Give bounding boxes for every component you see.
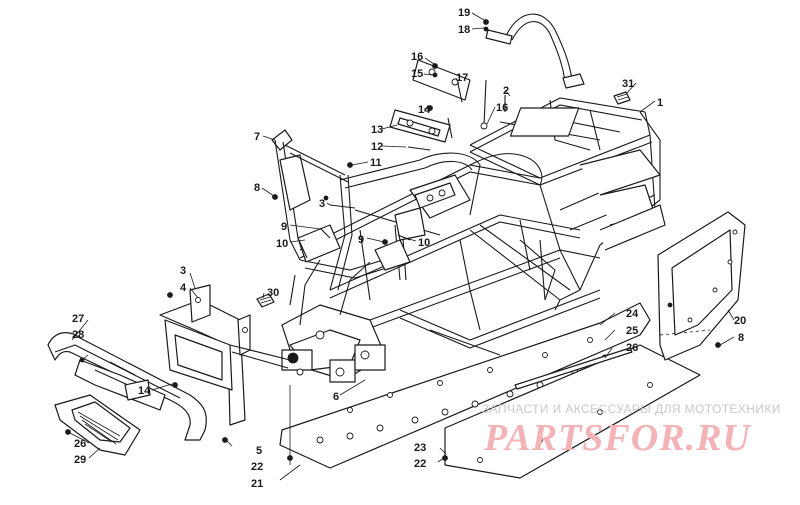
skid-strip bbox=[514, 347, 633, 390]
callout-14a: 14 bbox=[418, 104, 431, 116]
callout-18: 18 bbox=[458, 24, 470, 36]
callout-22a: 22 bbox=[251, 461, 263, 473]
skid-guard bbox=[54, 394, 141, 456]
callout-8b: 8 bbox=[738, 332, 744, 344]
callout-19: 19 bbox=[458, 7, 470, 19]
main-frame bbox=[299, 97, 666, 356]
callout-9b: 9 bbox=[358, 234, 364, 246]
mount-plate-13 bbox=[389, 109, 451, 143]
fasteners bbox=[65, 19, 721, 461]
upper-brackets bbox=[297, 207, 426, 271]
callout-16b: 16 bbox=[496, 102, 508, 114]
callout-10b: 10 bbox=[418, 237, 430, 249]
callout-5: 5 bbox=[256, 445, 262, 457]
watermark-logo: PARTSFOR.RU bbox=[484, 417, 751, 459]
callout-16a: 16 bbox=[411, 51, 423, 63]
callout-26b: 26 bbox=[74, 438, 86, 450]
callout-14b: 14 bbox=[138, 385, 151, 397]
front-bumper bbox=[47, 332, 207, 441]
callout-28: 28 bbox=[72, 329, 84, 341]
callout-8a: 8 bbox=[254, 182, 260, 194]
callout-30: 30 bbox=[267, 287, 279, 299]
watermark-caption: ЗАПЧАСТИ И АКСЕССУАРЫ ДЛЯ МОТОТЕХНИКИ bbox=[482, 402, 781, 416]
callouts: 19 18 16 15 17 2 16 14 13 12 11 7 8 3 9 … bbox=[72, 7, 746, 490]
decal-31 bbox=[613, 91, 631, 105]
callout-20: 20 bbox=[734, 315, 746, 327]
front-cradle bbox=[281, 259, 386, 383]
side-panel bbox=[657, 211, 746, 361]
callout-6: 6 bbox=[333, 391, 339, 403]
callout-3a: 3 bbox=[319, 198, 325, 210]
callout-2: 2 bbox=[503, 85, 509, 97]
callout-21: 21 bbox=[251, 478, 263, 490]
callout-10a: 10 bbox=[276, 238, 288, 250]
callout-27: 27 bbox=[72, 313, 84, 325]
front-cage-bar bbox=[271, 129, 349, 261]
callout-9a: 9 bbox=[281, 221, 287, 233]
callout-25: 25 bbox=[626, 325, 638, 337]
decal-30 bbox=[256, 293, 275, 308]
callout-11: 11 bbox=[370, 157, 382, 169]
callout-24: 24 bbox=[626, 308, 639, 320]
callout-26a: 26 bbox=[626, 342, 638, 354]
callout-23: 23 bbox=[414, 442, 426, 454]
callout-3b: 3 bbox=[180, 265, 186, 277]
callout-22b: 22 bbox=[414, 458, 426, 470]
callout-17: 17 bbox=[456, 72, 468, 84]
leader-lines bbox=[69, 12, 735, 481]
callout-4: 4 bbox=[180, 282, 187, 294]
grab-handle bbox=[485, 13, 585, 89]
callout-31: 31 bbox=[622, 78, 634, 90]
callout-12: 12 bbox=[371, 141, 383, 153]
callout-13: 13 bbox=[371, 124, 383, 136]
callout-1: 1 bbox=[657, 97, 663, 109]
callout-29: 29 bbox=[74, 454, 86, 466]
watermark: ЗАПЧАСТИ И АКСЕССУАРЫ ДЛЯ МОТОТЕХНИКИ PA… bbox=[482, 402, 782, 480]
callout-15: 15 bbox=[411, 68, 423, 80]
callout-7: 7 bbox=[254, 131, 260, 143]
